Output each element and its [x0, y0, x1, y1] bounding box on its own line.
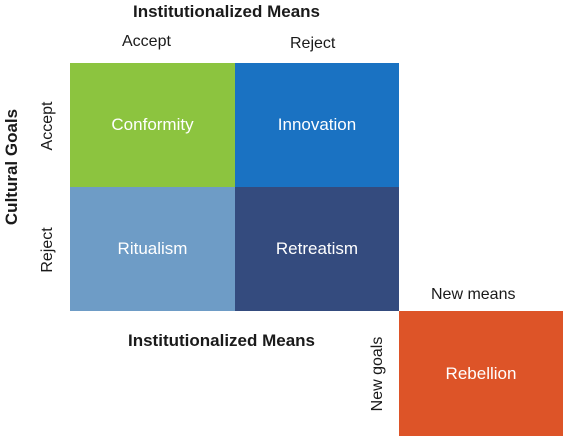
top-axis-title: Institutionalized Means [133, 2, 321, 21]
quadrant-conformity: Conformity [70, 63, 235, 187]
rebellion-label: Rebellion [445, 363, 517, 383]
new-means-label: New means [431, 286, 516, 303]
quadrant-ritualism: Ritualism [70, 187, 235, 311]
left-axis-title: Cultural Goals [2, 108, 21, 226]
left-accept-label: Accept [39, 101, 56, 151]
left-reject-label: Reject [39, 227, 56, 273]
quadrant-retreatism: Retreatism [235, 187, 399, 311]
top-accept-label: Accept [122, 33, 171, 50]
quadrant-innovation: Innovation [235, 63, 399, 187]
bottom-axis-title: Institutionalized Means [128, 331, 316, 350]
quadrant-retreatism-label: Retreatism [275, 239, 359, 258]
new-goals-label: New goals [369, 336, 386, 412]
quadrant-conformity-label: Conformity [111, 115, 194, 134]
rebellion-box: Rebellion [399, 311, 563, 436]
quadrant-innovation-label: Innovation [277, 115, 357, 134]
quadrant-ritualism-label: Ritualism [117, 239, 188, 258]
top-reject-label: Reject [290, 35, 336, 52]
